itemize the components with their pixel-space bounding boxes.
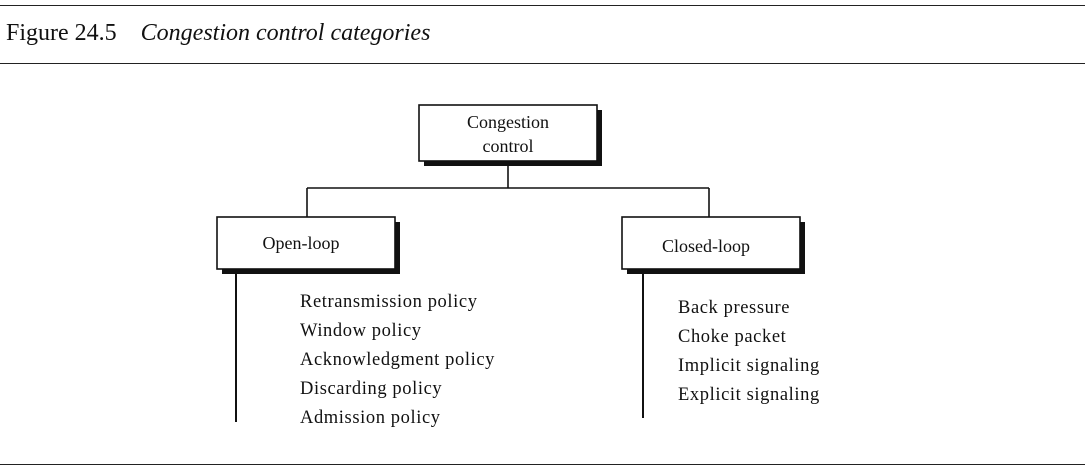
list-item: Discarding policy bbox=[300, 379, 443, 399]
closed-loop-mechanism-list: Back pressure Choke packet Implicit sign… bbox=[678, 294, 820, 410]
list-item: Retransmission policy bbox=[300, 292, 478, 312]
figure-caption: Figure 24.5 Congestion control categories bbox=[6, 20, 430, 47]
bottom-rule bbox=[0, 464, 1085, 465]
list-item: Implicit signaling bbox=[678, 356, 820, 376]
root-node-label-line1: Congestion bbox=[467, 112, 549, 132]
list-item: Window policy bbox=[300, 321, 422, 341]
list-item: Back pressure bbox=[678, 298, 791, 318]
closed-loop-box bbox=[621, 216, 801, 270]
open-loop-policy-list: Retransmission policy Window policy Ackn… bbox=[300, 288, 495, 433]
closed-loop-label: Closed-loop bbox=[662, 236, 750, 256]
caption-rule bbox=[0, 63, 1085, 64]
figure-number: Figure 24.5 bbox=[6, 20, 117, 46]
closed-loop-node: Closed-loop bbox=[621, 216, 805, 274]
root-node-label-line2: control bbox=[483, 136, 534, 156]
list-item: Admission policy bbox=[300, 408, 441, 428]
list-item: Choke packet bbox=[678, 327, 787, 347]
figure-title: Congestion control categories bbox=[140, 20, 431, 46]
list-item: Acknowledgment policy bbox=[300, 350, 495, 370]
top-rule bbox=[0, 5, 1085, 6]
connector-lines bbox=[306, 166, 710, 217]
list-item: Explicit signaling bbox=[678, 385, 820, 405]
open-loop-node: Open-loop bbox=[216, 216, 400, 274]
open-loop-box bbox=[216, 216, 396, 270]
root-node-box bbox=[418, 104, 598, 162]
open-loop-label: Open-loop bbox=[263, 233, 340, 253]
root-node: Congestion control bbox=[418, 104, 602, 166]
